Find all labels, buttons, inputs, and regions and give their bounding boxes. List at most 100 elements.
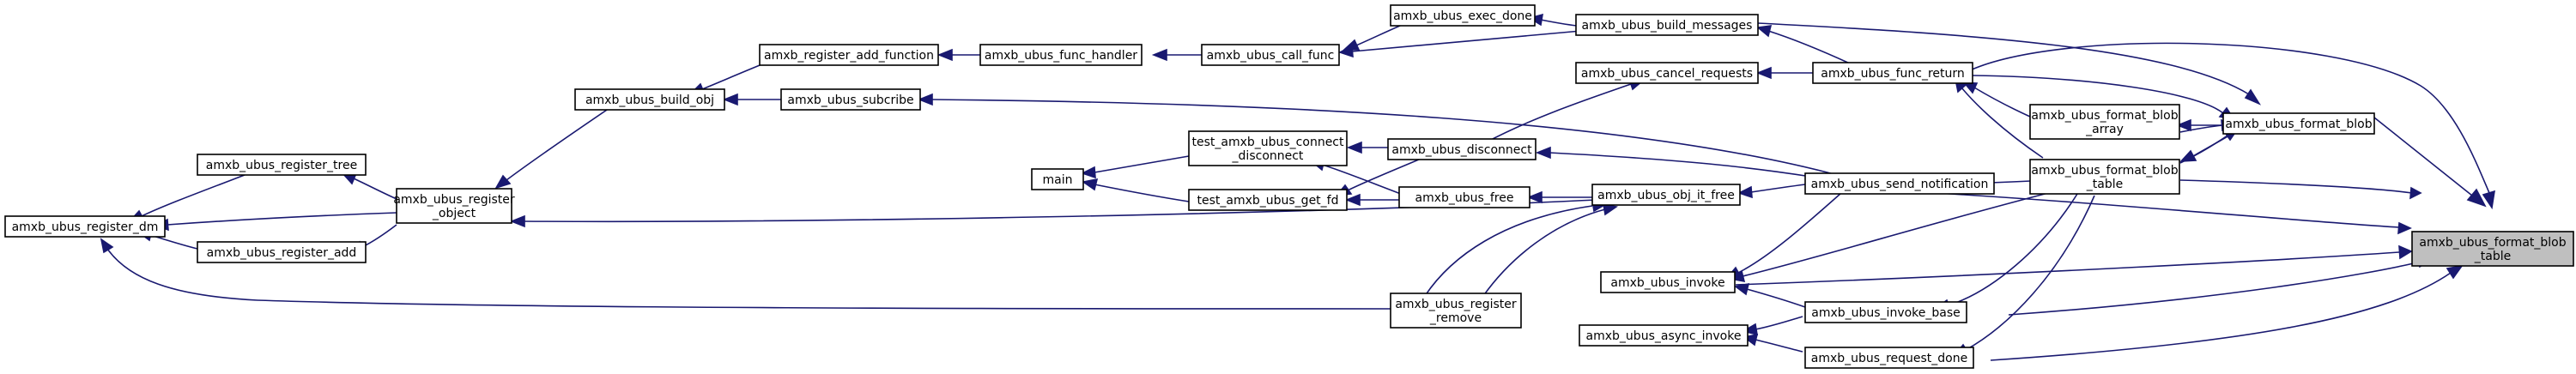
edge-invoke-base-to-async xyxy=(1741,316,1803,336)
svg-text:_object: _object xyxy=(432,207,476,220)
node-amxb-ubus-func-return[interactable]: amxb_ubus_func_return xyxy=(1812,62,1973,84)
edge-build-messages-to-call-func xyxy=(1337,30,1582,58)
edge-free-to-get-fd xyxy=(1344,193,1399,207)
node-amxb-ubus-async-invoke[interactable]: amxb_ubus_async_invoke xyxy=(1579,324,1749,347)
edge-request-done-to-target xyxy=(1990,264,2464,361)
edge-blob-table-to-target xyxy=(2179,179,2422,200)
edge-test-connect-to-main xyxy=(1080,155,1190,179)
svg-text:amxb_ubus_func_return: amxb_ubus_func_return xyxy=(1821,67,1965,81)
node-amxb-ubus-call-func[interactable]: amxb_ubus_call_func xyxy=(1201,44,1340,66)
node-amxb-ubus-register-object[interactable]: amxb_ubus_register _object xyxy=(393,188,515,224)
edge-register-object-to-tree xyxy=(342,172,397,200)
svg-text:amxb_ubus_build_messages: amxb_ubus_build_messages xyxy=(1582,19,1753,33)
svg-text:_disconnect: _disconnect xyxy=(1232,149,1304,163)
node-amxb-ubus-cancel-requests[interactable]: amxb_ubus_cancel_requests xyxy=(1575,62,1759,84)
node-amxb-ubus-register-tree[interactable]: amxb_ubus_register_tree xyxy=(197,154,367,176)
svg-text:amxb_ubus_build_obj: amxb_ubus_build_obj xyxy=(585,94,714,107)
edge-get-fd-to-main xyxy=(1081,178,1190,202)
edge-func-return-to-cancel xyxy=(1755,66,1813,80)
node-amxb-ubus-register-dm[interactable]: amxb_ubus_register_dm xyxy=(4,215,166,238)
edge-build-messages-to-exec-done xyxy=(1527,13,1578,27)
node-amxb-ubus-register-remove[interactable]: amxb_ubus_register _remove xyxy=(1390,293,1522,329)
node-amxb-ubus-invoke-base[interactable]: amxb_ubus_invoke_base xyxy=(1804,301,1967,323)
svg-text:_table: _table xyxy=(2086,178,2123,191)
edge-invoke-base-to-invoke xyxy=(1734,282,1806,308)
edge-send-notification-to-obj-it-free xyxy=(1737,184,1806,199)
edge-format-blob-to-target xyxy=(2373,117,2487,208)
svg-text:amxb_register_add_function: amxb_register_add_function xyxy=(764,49,934,63)
edge-func-return-to-target xyxy=(1969,42,2495,210)
node-amxb-ubus-format-blob-table-target[interactable]: amxb_ubus_format_blob _table xyxy=(2411,231,2574,267)
edge-invoke-base-to-target xyxy=(2008,255,2434,316)
node-amxb-ubus-subcribe[interactable]: amxb_ubus_subcribe xyxy=(780,88,921,111)
svg-text:amxb_ubus_register: amxb_ubus_register xyxy=(393,193,515,207)
svg-text:amxb_ubus_register_dm: amxb_ubus_register_dm xyxy=(12,220,159,234)
edge-table-to-invoke xyxy=(1728,191,2052,283)
svg-text:amxb_ubus_request_done: amxb_ubus_request_done xyxy=(1811,352,1967,365)
edge-register-remove-to-obj-it-free-a xyxy=(1482,202,1619,297)
svg-text:amxb_ubus_free: amxb_ubus_free xyxy=(1415,191,1514,205)
svg-text:amxb_ubus_obj_it_free: amxb_ubus_obj_it_free xyxy=(1597,189,1735,202)
node-amxb-ubus-request-done[interactable]: amxb_ubus_request_done xyxy=(1804,347,1974,369)
svg-text:amxb_ubus_register_add: amxb_ubus_register_add xyxy=(207,246,357,260)
svg-text:_array: _array xyxy=(2085,123,2124,136)
edge-table-to-invoke-base xyxy=(1935,193,2078,312)
svg-text:amxb_ubus_format_blob: amxb_ubus_format_blob xyxy=(2225,118,2372,131)
node-amxb-ubus-format-blob-table[interactable]: amxb_ubus_format_blob _table xyxy=(2029,159,2180,195)
node-test-amxb-ubus-get-fd[interactable]: test_amxb_ubus_get_fd xyxy=(1188,189,1348,211)
edge-func-return-to-build-messages xyxy=(1756,25,1851,64)
node-amxb-ubus-obj-it-free[interactable]: amxb_ubus_obj_it_free xyxy=(1591,184,1741,206)
svg-text:amxb_ubus_func_handler: amxb_ubus_func_handler xyxy=(985,49,1137,63)
edge-format-blob-to-array xyxy=(2175,118,2225,132)
graph-nodes: amxb_ubus_format_blob _table amxb_ubus_f… xyxy=(4,4,2574,369)
svg-text:amxb_ubus_format_blob: amxb_ubus_format_blob xyxy=(2419,236,2566,250)
svg-text:test_amxb_ubus_get_fd: test_amxb_ubus_get_fd xyxy=(1197,194,1338,208)
svg-text:amxb_ubus_format_blob: amxb_ubus_format_blob xyxy=(2031,109,2178,123)
node-amxb-ubus-build-obj[interactable]: amxb_ubus_build_obj xyxy=(574,88,725,111)
node-amxb-ubus-exec-done[interactable]: amxb_ubus_exec_done xyxy=(1390,4,1536,27)
edge-request-done-to-async xyxy=(1743,333,1803,353)
svg-text:_remove: _remove xyxy=(1429,311,1482,325)
node-test-amxb-ubus-connect-disconnect[interactable]: test_amxb_ubus_connect _disconnect xyxy=(1188,130,1348,166)
node-amxb-ubus-build-messages[interactable]: amxb_ubus_build_messages xyxy=(1575,14,1759,36)
edge-disconnect-to-test-connect xyxy=(1346,141,1389,154)
svg-text:amxb_ubus_invoke_base: amxb_ubus_invoke_base xyxy=(1811,306,1961,320)
node-amxb-ubus-func-handler[interactable]: amxb_ubus_func_handler xyxy=(979,44,1143,66)
svg-text:amxb_ubus_subcribe: amxb_ubus_subcribe xyxy=(787,94,913,107)
edge-send-notification-to-disconnect xyxy=(1535,146,1812,178)
node-amxb-ubus-invoke[interactable]: amxb_ubus_invoke xyxy=(1600,271,1736,293)
edge-invoke-to-target xyxy=(1735,244,2413,286)
svg-text:amxb_ubus_async_invoke: amxb_ubus_async_invoke xyxy=(1586,329,1742,343)
svg-text:amxb_ubus_disconnect: amxb_ubus_disconnect xyxy=(1391,143,1532,157)
edge-build-obj-to-register-object xyxy=(494,107,610,190)
edge-call-func-to-func-handler xyxy=(1151,48,1203,62)
edge-disconnect-to-cancel xyxy=(1487,78,1645,142)
svg-text:main: main xyxy=(1043,173,1073,187)
node-amxb-ubus-send-notification[interactable]: amxb_ubus_send_notification xyxy=(1804,172,1995,195)
edge-register-remove-to-obj-it-free-b xyxy=(1424,199,1606,297)
node-amxb-ubus-format-blob[interactable]: amxb_ubus_format_blob xyxy=(2222,112,2375,135)
svg-text:test_amxb_ubus_connect: test_amxb_ubus_connect xyxy=(1191,136,1344,149)
node-amxb-ubus-format-blob-array[interactable]: amxb_ubus_format_blob _array xyxy=(2029,104,2180,140)
edge-obj-it-free-to-free xyxy=(1526,190,1593,204)
edge-func-handler-to-add-function xyxy=(936,48,981,62)
svg-text:amxb_ubus_register_tree: amxb_ubus_register_tree xyxy=(206,159,357,172)
node-amxb-ubus-register-add[interactable]: amxb_ubus_register_add xyxy=(197,241,367,263)
svg-text:amxb_ubus_register: amxb_ubus_register xyxy=(1395,298,1517,311)
edge-send-notification-to-target xyxy=(1906,190,2412,235)
svg-text:amxb_ubus_format_blob: amxb_ubus_format_blob xyxy=(2031,164,2178,178)
node-amxb-ubus-free[interactable]: amxb_ubus_free xyxy=(1398,186,1530,208)
node-amxb-ubus-disconnect[interactable]: amxb_ubus_disconnect xyxy=(1387,138,1537,160)
node-main[interactable]: main xyxy=(1031,168,1084,190)
edge-format-blob-to-table xyxy=(2179,132,2234,162)
edge-register-object-to-dm xyxy=(153,212,397,232)
node-amxb-register-add-function[interactable]: amxb_register_add_function xyxy=(759,44,939,66)
edge-build-messages-to-format-blob xyxy=(1757,22,2262,106)
svg-text:amxb_ubus_cancel_requests: amxb_ubus_cancel_requests xyxy=(1581,67,1753,81)
edge-register-remove-to-dm xyxy=(100,238,1404,310)
svg-text:amxb_ubus_exec_done: amxb_ubus_exec_done xyxy=(1393,9,1532,23)
svg-text:_table: _table xyxy=(2474,250,2511,263)
edge-array-to-func-return xyxy=(1962,81,2031,118)
edge-register-tree-to-dm xyxy=(128,174,245,222)
